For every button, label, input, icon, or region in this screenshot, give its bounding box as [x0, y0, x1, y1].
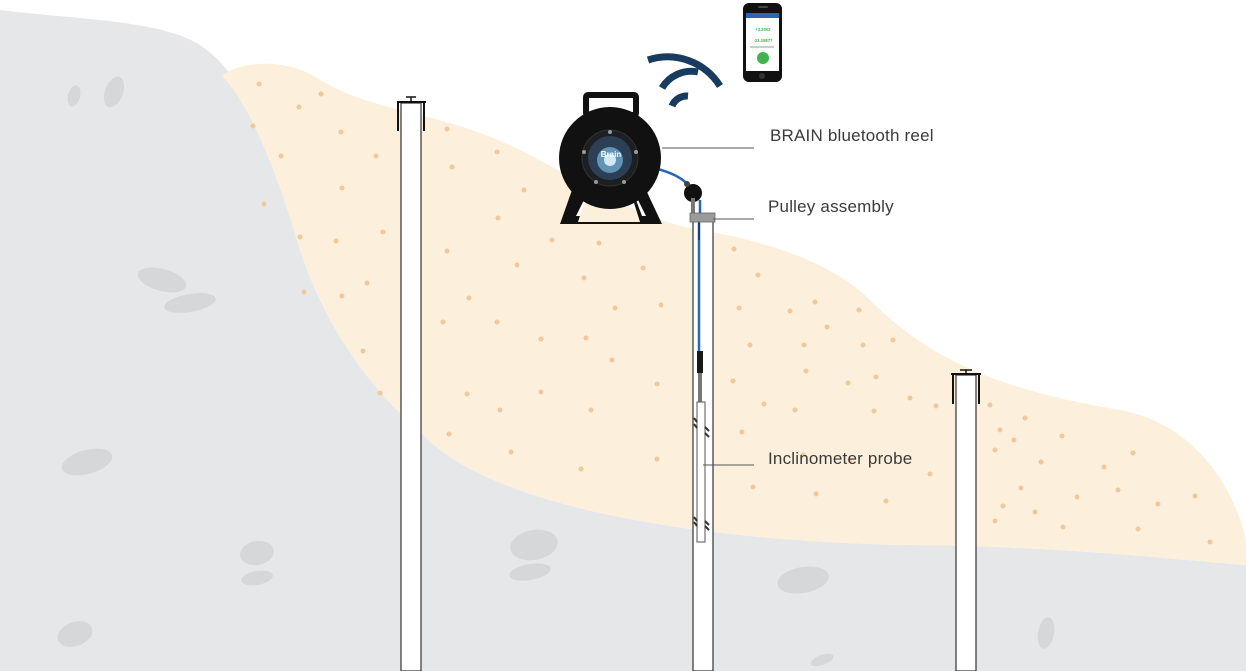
inclinometer-probe: [693, 351, 710, 543]
callout-pulley-label: Pulley assembly: [768, 197, 894, 216]
smartphone: +3.2002 -21.19877: [743, 3, 782, 82]
soil-layer: [222, 63, 1246, 565]
rock-layer: [0, 10, 1246, 671]
callout-lines: [662, 147, 754, 466]
reel-brand-text: Brain: [601, 150, 622, 159]
phone-reading-b: -21.19877: [754, 38, 774, 43]
casing-left: [397, 96, 426, 671]
soil-dots: [250, 81, 1213, 545]
callout-reel-label: BRAIN bluetooth reel: [770, 126, 934, 145]
pulley-assembly: [684, 181, 716, 223]
brain-reel: Brain: [559, 92, 662, 224]
casing-right: [951, 369, 981, 671]
wireless-signal-icon: [646, 53, 723, 108]
rock-spots: [57, 76, 1055, 667]
rock-layer-upper: [0, 10, 258, 130]
callout-probe-label: Inclinometer probe: [768, 449, 913, 468]
phone-reading-a: +3.2002: [755, 27, 771, 32]
